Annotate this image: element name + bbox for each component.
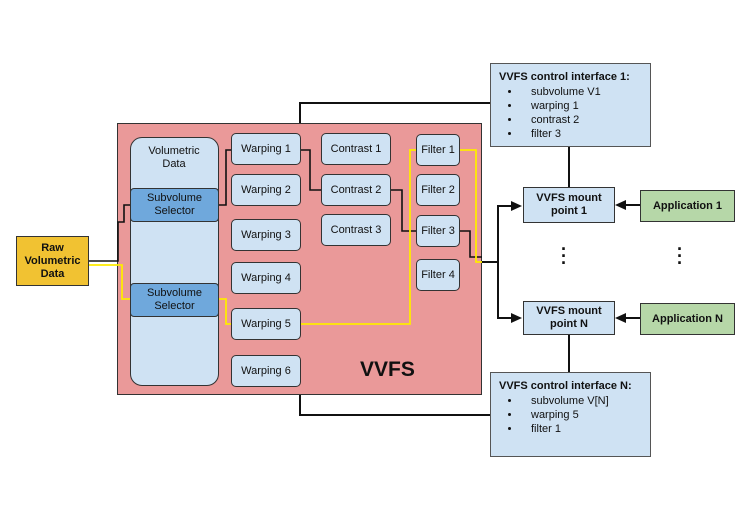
list-item: filter 3 [521, 127, 642, 141]
warping-3: Warping 3 [231, 219, 301, 251]
app-1-arrowhead [615, 200, 626, 210]
filter-1: Filter 1 [416, 134, 460, 166]
subvolume-selector-1: Subvolume Selector [130, 188, 219, 222]
application-1: Application 1 [640, 190, 735, 222]
volumetric-data-panel [130, 137, 219, 386]
list-item: subvolume V1 [521, 85, 642, 99]
control-interface-1: VVFS control interface 1: subvolume V1 w… [490, 63, 651, 147]
mount-n-arrowhead [511, 313, 522, 323]
warping-5: Warping 5 [231, 308, 301, 340]
contrast-2: Contrast 2 [321, 174, 391, 206]
path-n-line [460, 149, 482, 263]
filter-4: Filter 4 [416, 259, 460, 291]
mount-point-n: VVFS mount point N [523, 301, 615, 335]
path-n-line [219, 298, 231, 325]
control-interface-n-list: subvolume V[N] warping 5 filter 1 [499, 394, 642, 436]
path-1-line [460, 230, 482, 258]
path-n-line [301, 149, 416, 325]
warping-2: Warping 2 [231, 174, 301, 206]
contrast-3: Contrast 3 [321, 214, 391, 246]
warping-1: Warping 1 [231, 133, 301, 165]
contrast-1: Contrast 1 [321, 133, 391, 165]
path-1-line [219, 149, 231, 206]
control-1-link [299, 102, 490, 123]
warping-4: Warping 4 [231, 262, 301, 294]
mount-1-arrowhead [511, 201, 522, 211]
control-interface-1-title: VVFS control interface 1: [499, 71, 630, 83]
path-1-line [391, 189, 416, 232]
list-item: warping 5 [521, 408, 642, 422]
list-item: warping 1 [521, 99, 642, 113]
list-item: subvolume V[N] [521, 394, 642, 408]
mount-point-1: VVFS mount point 1 [523, 187, 615, 223]
list-item: filter 1 [521, 422, 642, 436]
filter-2: Filter 2 [416, 174, 460, 206]
control-n-link [299, 395, 490, 416]
app-n-arrowhead [615, 313, 626, 323]
application-n: Application N [640, 303, 735, 335]
path-n-line [117, 264, 130, 300]
list-item: contrast 2 [521, 113, 642, 127]
raw-volumetric-data: Raw Volumetric Data [16, 236, 89, 286]
application-ellipsis: ··· [677, 239, 683, 273]
control-interface-1-list: subvolume V1 warping 1 contrast 2 filter… [499, 85, 642, 141]
warping-6: Warping 6 [231, 355, 301, 387]
control-interface-n: VVFS control interface N: subvolume V[N]… [490, 372, 651, 457]
mount-ellipsis: ··· [561, 239, 567, 273]
subvolume-selector-2: Subvolume Selector [130, 283, 219, 317]
path-1-line [301, 149, 321, 191]
control-interface-n-title: VVFS control interface N: [499, 380, 632, 392]
volumetric-data-title: Volumetric Data [148, 145, 200, 170]
path-1-line [117, 204, 130, 262]
vvfs-label: VVFS [360, 358, 415, 381]
filter-3: Filter 3 [416, 215, 460, 247]
mount-fork [497, 205, 512, 319]
